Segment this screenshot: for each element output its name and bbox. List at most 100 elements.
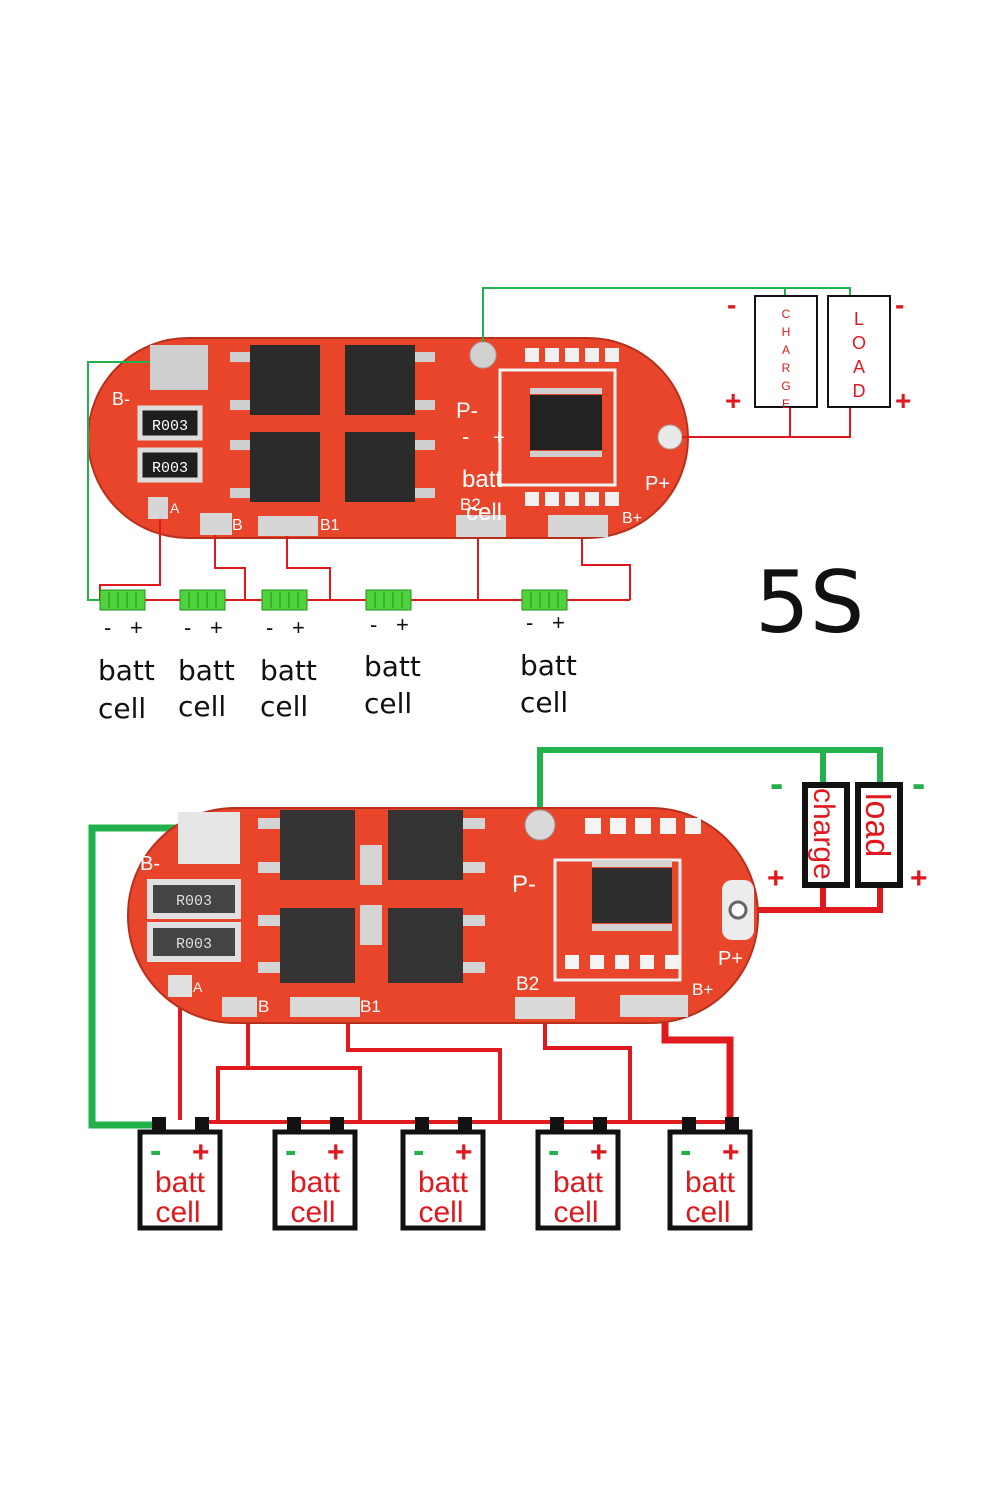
bottom-cell-terminal-neg	[550, 1117, 564, 1133]
bottom-wire-b1b	[248, 1066, 362, 1122]
bottom-cells: -+battcell-+battcell-+battcell-+battcell…	[137, 1117, 753, 1231]
top-label-b1: B1	[320, 517, 340, 534]
bottom-cell-batt-label: batt	[290, 1166, 341, 1199]
top-pad-p-plus	[657, 424, 683, 450]
top-cell-minus: -	[104, 615, 111, 640]
top-resistor-2	[137, 447, 203, 483]
bottom-ic-chip	[592, 868, 672, 923]
top-load-letters-letter: D	[853, 381, 866, 401]
top-charge-box	[754, 295, 818, 408]
top-charge-minus: -	[727, 289, 736, 320]
top-mosfet-4	[345, 432, 415, 502]
bottom-charge-text: charge	[807, 788, 840, 880]
top-label-plus: +	[493, 427, 505, 449]
bottom-label-p-plus: P+	[718, 948, 743, 970]
bottom-cell-terminal-pos	[195, 1117, 209, 1133]
top-cell-plus: +	[396, 612, 409, 637]
bottom-cell-terminal-pos	[593, 1117, 607, 1133]
top-wire-b-minus	[87, 361, 150, 601]
bottom-load-text: load	[858, 793, 896, 857]
bottom-cell-minus: -	[548, 1132, 559, 1170]
bottom-cell-batt-label: batt	[155, 1166, 206, 1199]
bottom-pcb-board: R003 R003	[127, 807, 759, 1024]
top-load-letters-letter: A	[853, 357, 865, 377]
top-battery-cell-body	[99, 589, 146, 611]
bottom-pad-a	[168, 975, 192, 997]
bottom-battery-cell-body	[667, 1129, 753, 1231]
bottom-resistor-2	[147, 922, 241, 962]
top-battery-cell-body	[261, 589, 308, 611]
top-charge-letters-letter: R	[782, 361, 791, 375]
top-load-minus: -	[895, 289, 904, 320]
bottom-wire-p-minus	[537, 747, 883, 825]
bottom-diagram: R003 R003	[88, 747, 928, 1231]
bottom-pad-p-plus	[728, 900, 748, 920]
bottom-mosfet-1	[280, 810, 355, 880]
bottom-cell-terminal-pos	[330, 1117, 344, 1133]
bottom-cell-plus: +	[192, 1136, 210, 1169]
top-pad-a	[148, 497, 168, 519]
bottom-cell-terminal-neg	[415, 1117, 429, 1133]
top-cell-cell-label: cell	[520, 686, 568, 719]
top-pad-b1	[258, 516, 318, 536]
bottom-load-plus: +	[910, 862, 928, 895]
bottom-resistor-1	[147, 879, 241, 919]
top-pad-p-minus	[469, 341, 497, 369]
bottom-load-minus: -	[912, 762, 925, 806]
top-cells: -+battcell-+battcell-+battcell-+battcell…	[98, 589, 577, 725]
top-ic-chip	[530, 395, 602, 450]
bottom-label-a: A	[193, 979, 203, 995]
bottom-cell-terminal-neg	[152, 1117, 166, 1133]
bottom-cell-cell-label: cell	[553, 1196, 598, 1229]
top-load-letters-letter: L	[854, 309, 864, 329]
bottom-charge-load: charge load - - + +	[767, 762, 928, 895]
top-cell-cell-label: cell	[178, 690, 226, 723]
top-cell-plus: +	[292, 615, 305, 640]
top-label-b-plus: B+	[622, 510, 642, 527]
bottom-cell-batt-label: batt	[418, 1166, 469, 1199]
top-cell-minus: -	[526, 610, 533, 635]
top-wire-b-plus	[581, 537, 631, 600]
top-label-b: B	[232, 517, 243, 534]
bottom-cell-minus: -	[285, 1132, 296, 1170]
top-load-letters-letter: O	[852, 333, 866, 353]
bottom-charge-minus: -	[770, 762, 783, 806]
bottom-cell-cell-label: cell	[155, 1196, 200, 1229]
top-charge-letters-letter: A	[782, 343, 790, 357]
bottom-wire-b-minus	[88, 824, 195, 1129]
top-label-p-plus: P+	[645, 473, 670, 495]
top-label-batt: batt	[462, 466, 502, 493]
bottom-cell-plus: +	[327, 1136, 345, 1169]
bottom-wire-b	[216, 1015, 250, 1122]
bottom-mosfet-2	[388, 810, 463, 880]
top-cell-batt-label: batt	[260, 654, 317, 687]
top-cell-cell-label: cell	[364, 687, 412, 720]
bottom-pad-p-minus	[524, 809, 556, 841]
bottom-pad-b-plus	[620, 995, 688, 1017]
top-battery-cell-body	[365, 589, 412, 611]
top-charge-letters-letter: H	[782, 325, 791, 339]
top-cell-plus: +	[552, 610, 565, 635]
bottom-cell-terminal-neg	[287, 1117, 301, 1133]
bottom-label-b2: B2	[516, 974, 539, 995]
top-wire-p-minus	[482, 287, 851, 342]
bottom-mosfet-3	[280, 908, 355, 983]
bottom-cell-terminal-neg	[682, 1117, 696, 1133]
top-charge-plus: +	[725, 385, 741, 416]
bottom-cell-plus: +	[455, 1136, 473, 1169]
top-resistor-1-label: R003	[152, 418, 188, 435]
top-label-cell: cell	[466, 499, 502, 526]
bottom-cell-minus: -	[150, 1132, 161, 1170]
bottom-label-b-plus: B+	[692, 980, 713, 999]
top-mosfet-1	[250, 345, 320, 415]
top-cell-batt-label: batt	[178, 654, 235, 687]
top-resistor-1	[137, 405, 203, 441]
top-pad-b-plus	[548, 515, 608, 537]
